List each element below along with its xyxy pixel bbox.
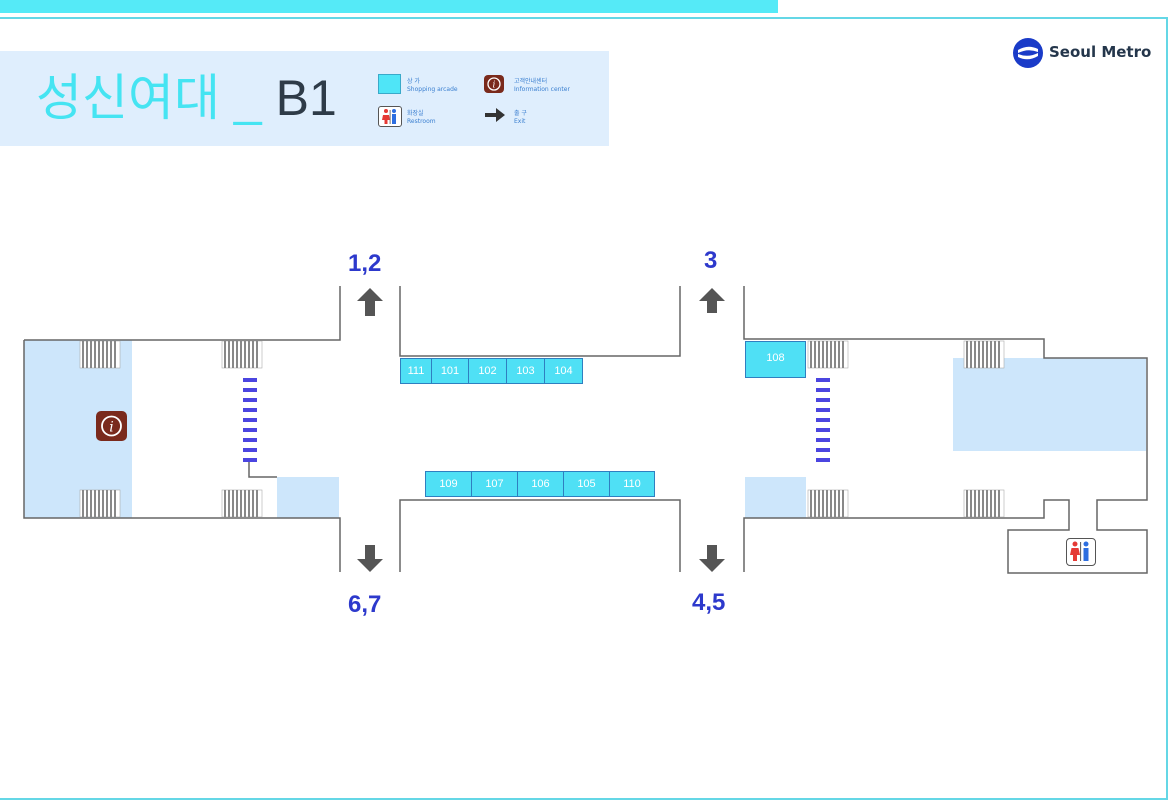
escalator-groups bbox=[79, 340, 1005, 518]
legend-exit-en: Exit bbox=[514, 118, 526, 125]
page-title: 성신여대 _ B1 bbox=[36, 68, 337, 128]
frame-border-bottom bbox=[0, 798, 1168, 800]
shop-108[interactable]: 108 bbox=[745, 341, 806, 378]
title-panel bbox=[0, 51, 609, 146]
legend-restroom-en: Restroom bbox=[407, 118, 436, 125]
svg-text:i: i bbox=[109, 420, 113, 436]
information-center-icon[interactable]: i bbox=[96, 411, 127, 441]
shop-104[interactable]: 104 bbox=[544, 358, 583, 384]
east-area-block bbox=[953, 358, 1146, 451]
legend-exit-arrow-icon bbox=[484, 106, 506, 128]
legend-restroom-kr: 화장실 bbox=[407, 110, 424, 117]
shop-102[interactable]: 102 bbox=[468, 358, 507, 384]
restroom-icon[interactable] bbox=[1066, 538, 1096, 566]
escalator-ne2 bbox=[963, 340, 1005, 369]
shop-103[interactable]: 103 bbox=[506, 358, 545, 384]
exit-arrow-down-icon bbox=[357, 545, 383, 572]
title-separator: _ bbox=[233, 70, 262, 126]
shop-106[interactable]: 106 bbox=[517, 471, 564, 497]
fare-gates-west bbox=[243, 378, 257, 462]
legend-shopping-en: Shopping arcade bbox=[407, 86, 458, 93]
escalator-nw bbox=[79, 340, 121, 369]
legend-info-en: Information center bbox=[514, 86, 570, 93]
top-accent-bar bbox=[0, 0, 778, 13]
exit-label-3: 3 bbox=[704, 247, 718, 274]
frame-border-top bbox=[0, 17, 1168, 19]
shop-110[interactable]: 110 bbox=[609, 471, 655, 497]
area-block bbox=[745, 477, 806, 518]
shop-101[interactable]: 101 bbox=[431, 358, 469, 384]
shop-111[interactable]: 111 bbox=[400, 358, 432, 384]
svg-text:i: i bbox=[493, 81, 496, 91]
shopping-arcade-swatch bbox=[378, 74, 401, 94]
legend-shopping-kr: 상 가 bbox=[407, 78, 420, 85]
escalator-n2 bbox=[221, 340, 263, 369]
frame-border-right bbox=[1166, 17, 1168, 800]
shop-109[interactable]: 109 bbox=[425, 471, 472, 497]
legend-info-kr: 고객안내센터 bbox=[514, 78, 548, 85]
walls bbox=[23, 286, 1148, 574]
exit-arrows bbox=[357, 288, 725, 572]
shop-105[interactable]: 105 bbox=[563, 471, 610, 497]
seoul-metro-logo-icon bbox=[1012, 37, 1044, 69]
escalator-s2 bbox=[221, 489, 263, 518]
escalator-sw bbox=[79, 489, 121, 518]
escalator-se2 bbox=[963, 489, 1005, 518]
shop-107[interactable]: 107 bbox=[471, 471, 518, 497]
fare-gates-east bbox=[816, 378, 830, 462]
exit-arrow-up-icon bbox=[699, 288, 725, 313]
station-name: 성신여대 bbox=[36, 70, 220, 126]
floor-label: B1 bbox=[275, 70, 337, 126]
exit-label-4-5: 4,5 bbox=[692, 589, 726, 616]
legend-info-icon: i bbox=[484, 75, 504, 93]
area-block bbox=[277, 477, 339, 518]
exit-label-6-7: 6,7 bbox=[348, 591, 382, 618]
exit-arrow-up-icon bbox=[357, 288, 383, 316]
legend-restroom-icon bbox=[378, 106, 402, 127]
exit-arrow-down-icon bbox=[699, 545, 725, 572]
exit-label-1-2: 1,2 bbox=[348, 250, 382, 277]
seoul-metro-logo-text: Seoul Metro bbox=[1049, 43, 1152, 61]
escalator-se1 bbox=[807, 489, 849, 518]
escalator-ne1 bbox=[807, 340, 849, 369]
legend-exit-kr: 출 구 bbox=[514, 110, 527, 117]
